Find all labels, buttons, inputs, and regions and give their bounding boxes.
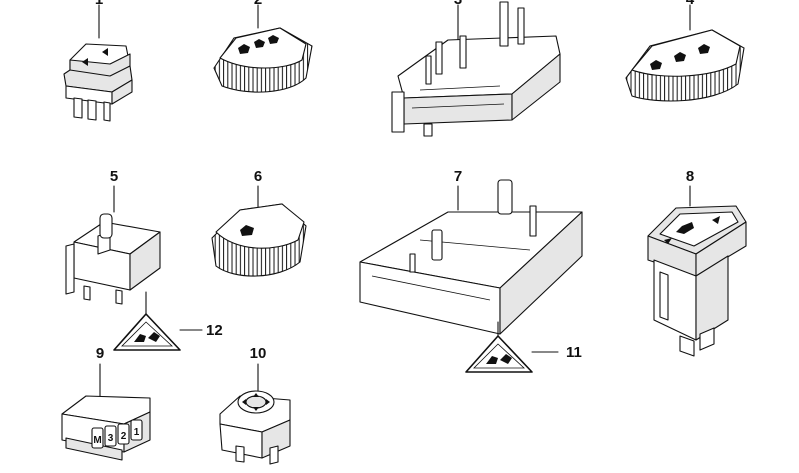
callout-8: 8	[686, 168, 694, 185]
key-3-label: 3	[108, 433, 114, 444]
part-3-control-unit	[391, 1, 561, 137]
key-1-label: 1	[134, 427, 140, 438]
callout-3: 3	[454, 0, 462, 8]
part-2-ribbed-cap	[213, 4, 313, 93]
part-8-rocker-switch	[647, 185, 747, 357]
callout-10: 10	[250, 345, 267, 362]
callout-numbers: 1 2 3 4 5 6 7 8 9 10 11 12	[95, 0, 695, 362]
arrow-down-icon	[664, 238, 672, 244]
part-4-ribbed-cap	[625, 4, 745, 102]
callout-7: 7	[454, 168, 462, 185]
part-7-control-unit	[359, 179, 583, 335]
callout-6: 6	[254, 168, 262, 185]
callout-1: 1	[95, 0, 103, 8]
part-10-joystick-switch	[219, 363, 291, 465]
part-12-warning-label	[113, 313, 203, 351]
callout-4: 4	[686, 0, 695, 8]
callout-9: 9	[96, 345, 104, 362]
part-9-memory-switch: M 3 2 1	[61, 363, 151, 461]
part-5-switch-block	[65, 185, 161, 305]
esd-symbol-icon	[134, 332, 160, 342]
arrow-up-icon	[253, 393, 259, 397]
arrow-left-icon	[242, 399, 246, 405]
arrow-down-icon	[253, 407, 259, 411]
seat-symbol	[240, 225, 254, 236]
part-1-window-switch	[63, 4, 133, 122]
seat-symbol	[676, 222, 694, 234]
arrow-right-icon	[266, 399, 270, 405]
memory-keys: M 3 2 1	[91, 419, 143, 449]
esd-symbol-icon	[486, 354, 512, 364]
callout-12: 12	[206, 322, 223, 339]
part-11-warning-label	[465, 335, 559, 373]
connector-pins	[409, 179, 537, 273]
callout-5: 5	[110, 168, 118, 185]
seat-symbols	[650, 44, 710, 70]
callout-2: 2	[254, 0, 262, 8]
key-2-label: 2	[121, 431, 127, 442]
seat-symbols	[238, 35, 279, 54]
key-m-label: M	[93, 435, 101, 446]
arrow-up-icon	[712, 216, 720, 224]
connector-pins	[425, 1, 525, 85]
part-6-ribbed-cap	[211, 185, 307, 277]
callout-11: 11	[566, 344, 582, 361]
